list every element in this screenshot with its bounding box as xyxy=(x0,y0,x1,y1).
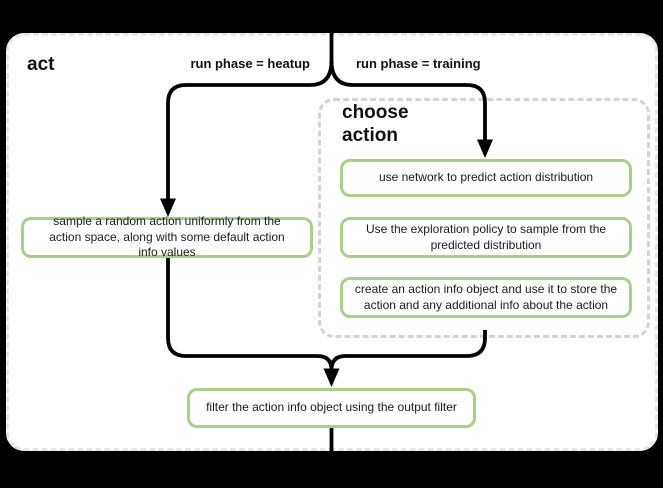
branch-label-heatup: run phase = heatup xyxy=(190,56,310,71)
page-title: act xyxy=(27,54,55,75)
node-filter-action-info: filter the action info object using the … xyxy=(187,388,476,428)
node-sample-random-action: sample a random action uniformly from th… xyxy=(21,214,313,259)
choose-action-group-title: choose action xyxy=(342,102,409,146)
node-exploration-policy-sample: Use the exploration policy to sample fro… xyxy=(340,217,632,258)
node-use-network-predict: use network to predict action distributi… xyxy=(340,159,632,197)
node-create-action-info-object: create an action info object and use it … xyxy=(340,277,632,318)
branch-label-training: run phase = training xyxy=(356,56,481,71)
